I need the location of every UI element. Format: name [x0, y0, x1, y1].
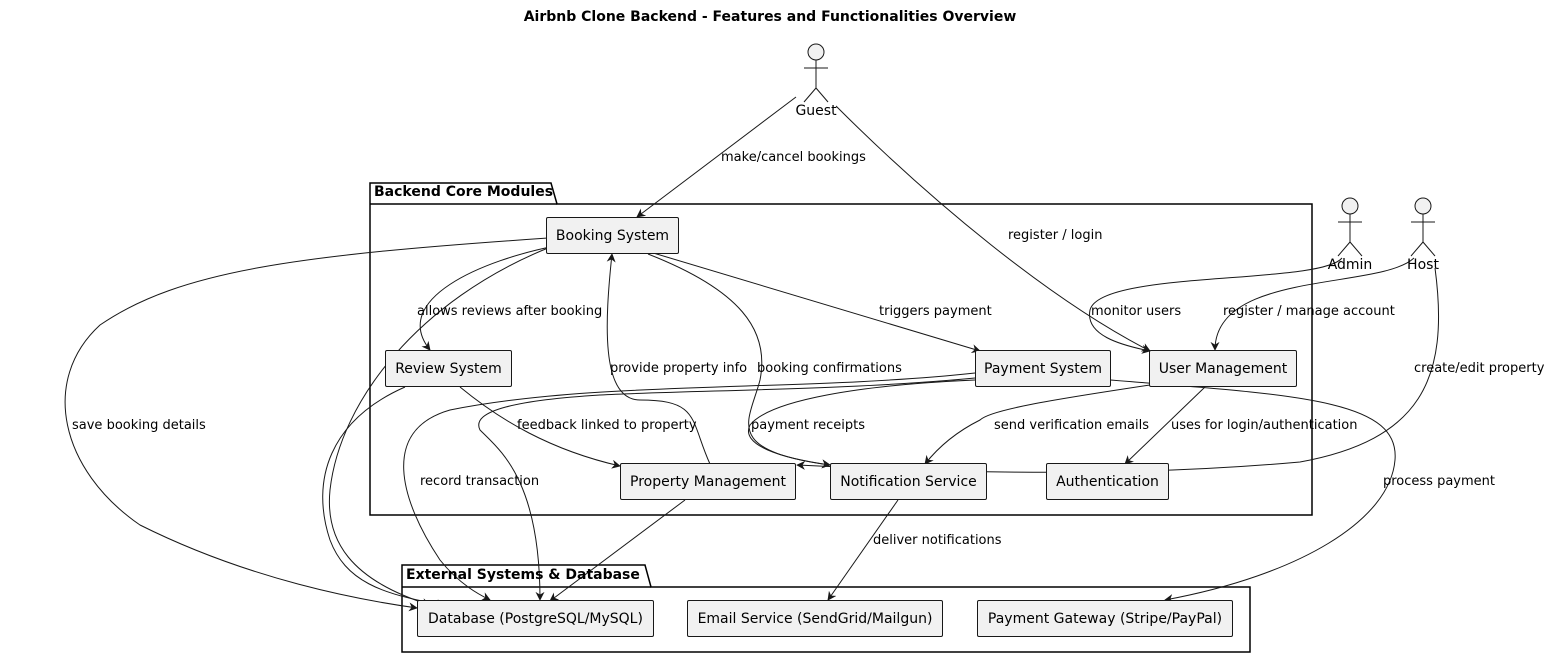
edge-admin-user — [1089, 257, 1343, 354]
edge-guest-booking — [636, 96, 797, 218]
package-core-frame — [369, 182, 1313, 516]
booking-system-node[interactable]: Booking System — [546, 217, 679, 254]
package-external-label: External Systems & Database — [406, 567, 640, 583]
host-actor-label: Host — [1407, 257, 1439, 273]
edge-payment-database-2 — [403, 372, 976, 601]
edge-notification-email — [827, 499, 899, 601]
review-system-node[interactable]: Review System — [385, 350, 512, 387]
edge-user-auth — [1124, 386, 1206, 465]
edge-guest-user — [835, 105, 1151, 352]
edge-label-guest-user: register / login — [1008, 228, 1103, 243]
edge-label-user-auth: uses for login/authentication — [1171, 418, 1358, 433]
property-management-node[interactable]: Property Management — [620, 463, 796, 500]
edge-label-booking-notification: booking confirmations — [757, 361, 902, 376]
edge-user-notification — [924, 384, 1151, 465]
admin-actor-label: Admin — [1327, 257, 1373, 273]
edge-payment-gateway — [1109, 379, 1396, 603]
edge-review-database — [322, 386, 446, 609]
edge-booking-payment — [649, 251, 981, 353]
edge-label-booking-review: allows reviews after booking — [417, 304, 603, 319]
edge-label-host-property: create/edit property — [1414, 361, 1545, 376]
edge-label-booking-payment: triggers payment — [879, 304, 992, 319]
host-actor-icon — [1410, 197, 1436, 257]
admin-actor-icon — [1337, 197, 1363, 257]
edge-property-booking — [606, 253, 711, 465]
package-core-label: Backend Core Modules — [374, 184, 554, 200]
diagram-title: Airbnb Clone Backend - Features and Func… — [523, 9, 1017, 25]
guest-actor-icon — [803, 43, 829, 103]
edge-label-host-user: register / manage account — [1223, 304, 1395, 319]
edge-property-database — [549, 499, 686, 602]
guest-actor-label: Guest — [795, 103, 837, 119]
package-external-frame — [401, 564, 1251, 653]
edge-label-guest-booking: make/cancel bookings — [721, 150, 866, 165]
database-node[interactable]: Database (PostgreSQL/MySQL) — [417, 600, 654, 637]
edge-payment-notification — [747, 379, 976, 469]
authentication-node[interactable]: Authentication — [1046, 463, 1169, 500]
payment-system-node[interactable]: Payment System — [975, 350, 1111, 387]
edge-label-booking-database: save booking details — [72, 418, 206, 433]
edge-label-user-notification: send verification emails — [994, 418, 1150, 433]
edge-booking-database-2 — [328, 247, 549, 607]
edge-payment-database — [478, 377, 976, 601]
payment-gateway-node[interactable]: Payment Gateway (Stripe/PayPal) — [977, 600, 1233, 637]
edge-booking-database — [64, 237, 549, 612]
email-service-node[interactable]: Email Service (SendGrid/Mailgun) — [687, 600, 943, 637]
edge-booking-notification — [647, 253, 831, 469]
edge-host-user — [1210, 257, 1415, 351]
edge-label-notification-email: deliver notifications — [873, 533, 1002, 548]
edge-label-review-property: feedback linked to property — [517, 418, 697, 433]
edge-booking-review — [419, 244, 561, 351]
edge-label-property-booking: provide property info — [610, 361, 748, 376]
edge-review-property — [459, 386, 621, 469]
edge-label-admin-user: monitor users — [1091, 304, 1182, 319]
edge-label-payment-notification: payment receipts — [751, 418, 865, 433]
notification-service-node[interactable]: Notification Service — [830, 463, 987, 500]
edge-label-payment-database: record transaction — [420, 474, 540, 489]
edge-label-payment-gateway: process payment — [1383, 474, 1495, 489]
user-management-node[interactable]: User Management — [1149, 350, 1297, 387]
